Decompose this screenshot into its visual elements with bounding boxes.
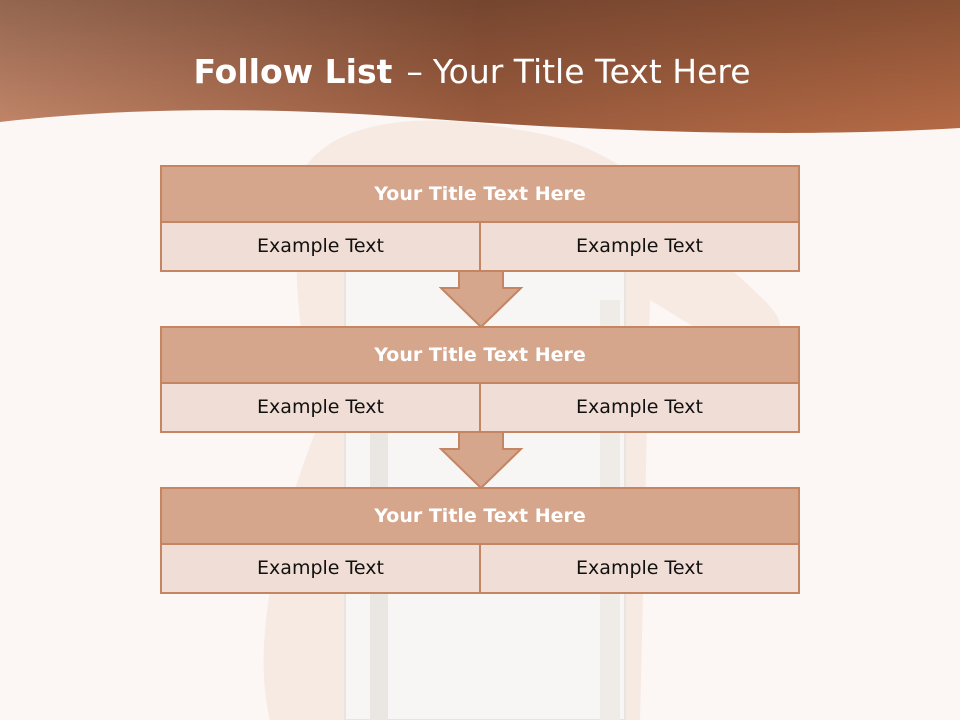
- down-arrow-icon: [438, 270, 524, 329]
- row-cells: Example Text Example Text: [162, 545, 798, 592]
- title-rest: Your Title Text Here: [432, 52, 751, 91]
- row-cell-left: Example Text: [162, 545, 479, 592]
- title-dash: –: [406, 52, 423, 91]
- row-cell-left: Example Text: [162, 384, 479, 431]
- row-cells: Example Text Example Text: [162, 384, 798, 431]
- flow-row: Your Title Text Here Example Text Exampl…: [160, 487, 800, 594]
- header-band: [0, 0, 960, 133]
- slide-title: Follow List–Your Title Text Here: [0, 52, 944, 91]
- row-title: Your Title Text Here: [162, 328, 798, 384]
- row-cell-right: Example Text: [479, 223, 798, 270]
- title-bold-part: Follow List: [193, 52, 393, 91]
- row-cell-left: Example Text: [162, 223, 479, 270]
- row-cell-right: Example Text: [479, 545, 798, 592]
- flow-row: Your Title Text Here Example Text Exampl…: [160, 165, 800, 272]
- row-title: Your Title Text Here: [162, 167, 798, 223]
- row-cell-right: Example Text: [479, 384, 798, 431]
- down-arrow-icon: [438, 431, 524, 490]
- row-title: Your Title Text Here: [162, 489, 798, 545]
- flow-row: Your Title Text Here Example Text Exampl…: [160, 326, 800, 433]
- row-cells: Example Text Example Text: [162, 223, 798, 270]
